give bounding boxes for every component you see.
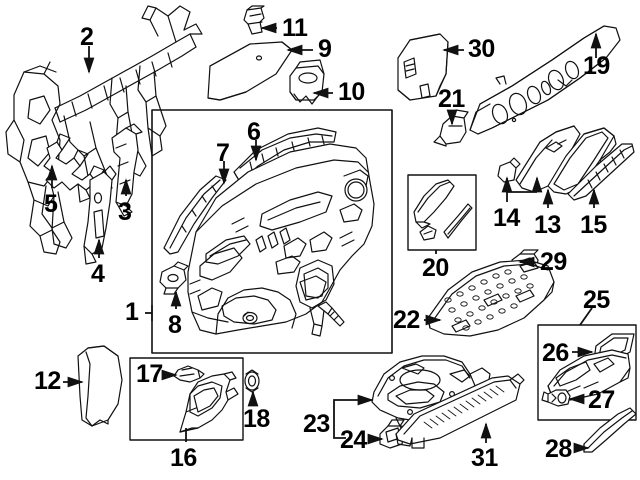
callout-label-17: 17 (136, 360, 163, 388)
part-upper-dash-trim-vents (469, 25, 621, 135)
callout-label-6: 6 (247, 118, 261, 146)
callout-label-18: 18 (243, 405, 270, 433)
part-fuse-box-cover (397, 33, 449, 101)
callout-label-26: 26 (542, 339, 569, 367)
part-end-cap-cover (207, 41, 293, 101)
callout-label-9: 9 (318, 35, 332, 63)
callout-label-10: 10 (338, 78, 365, 106)
callout-label-30: 30 (468, 35, 495, 63)
part-grommet-inner (242, 311, 258, 325)
part-trim-strip-right (567, 143, 635, 201)
callout-label-7: 7 (216, 139, 230, 167)
part-glove-box-assembly (179, 371, 239, 433)
part-grommet (244, 369, 260, 393)
callout-label-8: 8 (168, 311, 182, 339)
callout-label-21: 21 (438, 85, 465, 113)
part-speaker-grille-center (547, 127, 617, 195)
leader-25 (579, 307, 593, 326)
part-tray-fastener (541, 389, 571, 407)
callout-label-16: 16 (170, 444, 197, 472)
callout-label-5: 5 (44, 190, 58, 218)
callout-label-23: 23 (303, 410, 330, 438)
leader-14 (506, 191, 537, 202)
callout-label-31: 31 (471, 444, 498, 472)
callout-label-25: 25 (583, 286, 610, 314)
callout-label-27: 27 (588, 386, 615, 414)
part-side-clip (159, 261, 189, 295)
callout-label-20: 20 (422, 254, 449, 282)
part-heater-core-module (395, 373, 525, 449)
callout-label-29: 29 (540, 248, 567, 276)
part-cross-car-beam (5, 5, 203, 255)
callout-label-1: 1 (125, 298, 139, 326)
part-side-trim-panel (77, 345, 123, 427)
part-instrument-panel-assembly (187, 143, 375, 337)
part-retainer-bracket (289, 59, 325, 105)
callout-label-11: 11 (282, 14, 308, 42)
callout-label-15: 15 (580, 211, 607, 239)
callout-label-24: 24 (340, 426, 367, 454)
part-push-clip (243, 5, 265, 35)
part-small-bracket (433, 109, 469, 147)
callout-label-12: 12 (34, 367, 61, 395)
leader-23 (333, 394, 374, 423)
callout-label-13: 13 (534, 211, 561, 239)
callout-label-2: 2 (80, 23, 94, 51)
part-screw-inner (317, 301, 345, 327)
callout-label-4: 4 (91, 260, 105, 288)
part-defroster-grille-side (163, 175, 227, 255)
part-pillar-trim-set (413, 179, 473, 241)
callout-label-22: 22 (393, 306, 420, 334)
callout-label-28: 28 (545, 435, 572, 463)
callout-label-19: 19 (583, 52, 610, 80)
callout-label-14: 14 (493, 204, 520, 232)
callout-label-3: 3 (118, 198, 132, 226)
